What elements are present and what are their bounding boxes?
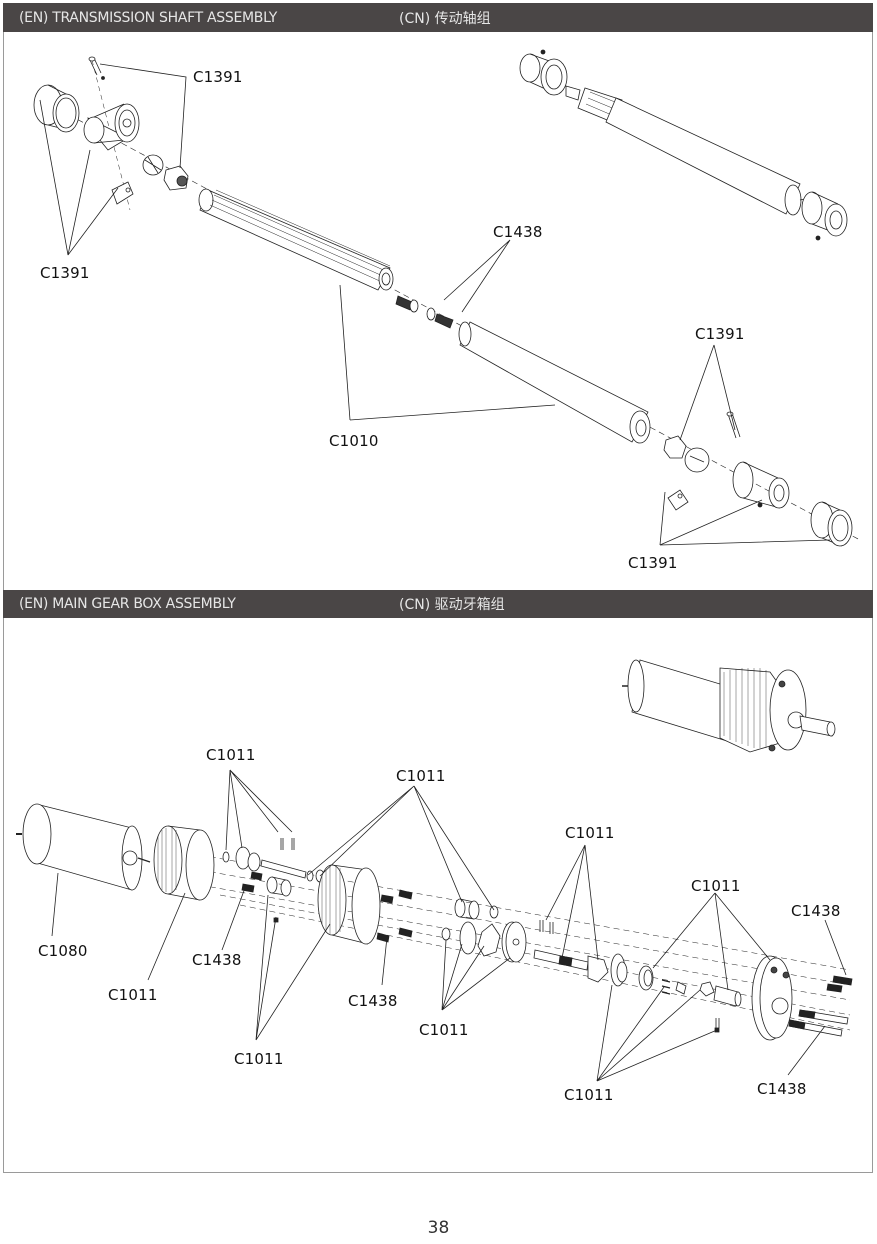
section-title-cn: (CN) 驱动牙箱组	[399, 597, 505, 613]
transmission-shaft-exploded-view	[33, 56, 861, 547]
sleeve-part-right	[667, 489, 689, 511]
callout-part-number: C1011	[565, 824, 615, 842]
leader-lines-shaft	[39, 63, 831, 546]
screw-part	[398, 889, 413, 900]
slipper-parts	[610, 953, 742, 1033]
callout-part-number: C1438	[192, 951, 242, 969]
outer-tube	[458, 321, 651, 444]
gearbox-exploded-view	[16, 769, 853, 1082]
yoke-part-right	[732, 461, 790, 509]
callout-part-number: C1011	[419, 1021, 469, 1039]
gearbox-assembled-view	[622, 659, 836, 753]
screw-part	[241, 883, 255, 893]
callout-part-number: C1010	[329, 432, 379, 450]
callout-part-number: C1391	[193, 68, 243, 86]
callout-part-number: C1011	[234, 1050, 284, 1068]
spur-gear-part	[501, 921, 527, 963]
bearing-part	[441, 927, 451, 941]
section-title-cn: (CN) 传动轴组	[399, 10, 491, 27]
motor-part	[16, 803, 151, 891]
callout-part-number: C1438	[348, 992, 398, 1010]
clutch-plate-part	[459, 921, 477, 955]
splined-shaft	[198, 188, 394, 291]
cup-part-left	[33, 84, 80, 133]
callout-part-number: C1438	[493, 223, 543, 241]
pin-parts	[539, 920, 554, 934]
hex-coupler-left	[163, 165, 189, 191]
gear-part-small	[454, 898, 480, 920]
yoke-part-left	[83, 103, 140, 151]
bearing-part	[306, 870, 314, 882]
screw-part	[826, 983, 843, 993]
callout-part-number: C1391	[628, 554, 678, 572]
callout-part-number: C1011	[206, 746, 256, 764]
callout-part-number: C1080	[38, 942, 88, 960]
callout-part-number: C1011	[564, 1086, 614, 1104]
screw-part	[832, 975, 853, 986]
screw-part-2	[434, 313, 454, 329]
plate-part	[587, 955, 609, 983]
page-number: 38	[427, 1218, 450, 1238]
callout-part-number: C1011	[396, 767, 446, 785]
washer-part	[426, 307, 436, 321]
callout-part-number: C1391	[40, 264, 90, 282]
pin-part-top	[88, 56, 105, 80]
callout-part-number: C1438	[791, 902, 841, 920]
shaft-part	[260, 859, 307, 879]
callout-part-number: C1391	[695, 325, 745, 343]
callout-part-number: C1438	[757, 1080, 807, 1098]
pinion-gear-part	[235, 846, 261, 872]
section-title-en: (EN) TRANSMISSION SHAFT ASSEMBLY	[19, 9, 277, 26]
screw-part	[250, 871, 263, 881]
assembly-axis-line	[59, 109, 861, 541]
end-cap-part	[751, 955, 793, 1041]
screw-part	[398, 927, 413, 938]
bearing-part	[222, 851, 230, 863]
callout-part-number: C1011	[691, 877, 741, 895]
leader-lines-gearbox	[51, 769, 847, 1082]
screw-part-1	[395, 295, 419, 313]
sleeve-part-left	[111, 181, 134, 205]
section-title-en: (EN) MAIN GEAR BOX ASSEMBLY	[19, 596, 236, 612]
section-header-main-gear-box: (EN) MAIN GEAR BOX ASSEMBLY (CN) 驱动牙箱组	[3, 590, 873, 618]
callout-part-number: C1011	[108, 986, 158, 1004]
hex-coupler-right	[663, 435, 687, 459]
gear-housing-left	[153, 825, 215, 901]
bearing-part	[489, 905, 499, 919]
pin-parts	[280, 838, 295, 850]
transmission-shaft-assembled-view	[519, 49, 848, 241]
idler-gear-part	[266, 876, 292, 897]
clutch-plate-part	[477, 923, 501, 957]
screw-part	[376, 932, 390, 943]
shaft-spline	[558, 955, 573, 967]
section-header-transmission-shaft: (EN) TRANSMISSION SHAFT ASSEMBLY (CN) 传动…	[3, 3, 873, 32]
screw-part	[380, 894, 394, 904]
ball-joint-left	[142, 154, 164, 176]
cup-part-right	[810, 501, 853, 547]
ball-joint-right	[684, 447, 710, 473]
gear-housing-middle	[317, 864, 381, 945]
